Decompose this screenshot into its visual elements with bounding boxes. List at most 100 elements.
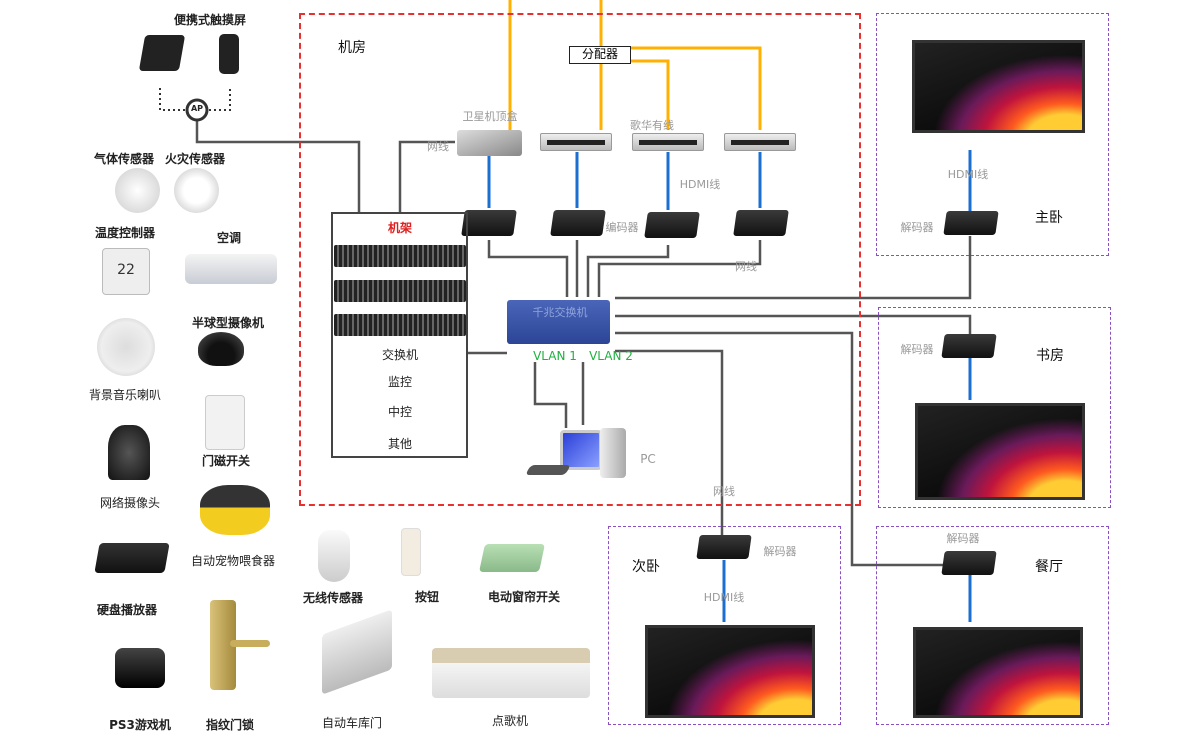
wireless-sensor	[318, 530, 350, 582]
encoder	[733, 210, 789, 236]
vlan1-label: VLAN 1	[533, 349, 577, 363]
gigabit-switch	[507, 300, 610, 344]
decoder-label: 解码器	[946, 532, 980, 545]
tv	[912, 40, 1085, 133]
hdmi-label: HDMI线	[679, 178, 721, 191]
study-boundary	[878, 307, 1111, 508]
pc-label: PC	[640, 452, 656, 466]
karaoke-label: 点歌机	[491, 714, 529, 728]
ip-camera	[108, 425, 150, 480]
hdmi-label: HDMI线	[703, 591, 745, 604]
machine-room-boundary	[299, 13, 861, 506]
room-name-dining: 餐厅	[1035, 559, 1063, 575]
aircon-label: 空调	[216, 231, 242, 245]
encoder	[644, 212, 700, 238]
room-name-master: 主卧	[1035, 210, 1063, 226]
pc-tower	[600, 428, 626, 478]
garage-label: 自动车库门	[321, 716, 383, 730]
dining-boundary	[876, 526, 1109, 725]
rack-switch-unit	[334, 314, 466, 336]
satellite-receiver	[457, 130, 522, 156]
ps3-console	[115, 648, 165, 688]
dome-camera-label: 半球型摄像机	[191, 316, 265, 330]
rack-item: 其他	[387, 437, 413, 451]
phone-icon	[219, 34, 239, 74]
curtain-switch	[479, 544, 545, 572]
net-label: 网线	[735, 260, 757, 273]
rack-item: 中控	[387, 405, 413, 419]
mobile-title: 便携式触摸屏	[173, 13, 247, 27]
ceiling-speaker	[97, 318, 155, 376]
net-label: 网线	[427, 140, 449, 153]
encoder	[461, 210, 517, 236]
button-label: 按钮	[414, 590, 440, 604]
dome-camera	[198, 332, 244, 366]
ap-icon	[185, 98, 209, 122]
decoder	[943, 211, 999, 235]
pet-feeder-label: 自动宠物喂食器	[190, 554, 276, 568]
rack-item: 交换机	[381, 348, 419, 362]
set-top-box	[724, 133, 796, 151]
splitter: 分配器	[569, 46, 631, 64]
pc-monitor	[560, 430, 602, 470]
hdd-player-label: 硬盘播放器	[96, 603, 158, 617]
satellite-label: 卫星机顶盒	[462, 110, 518, 123]
fingerprint-lock-label: 指纹门锁	[205, 718, 255, 732]
decoder-label: 解码器	[900, 343, 934, 356]
ap-label: AP	[190, 104, 204, 113]
switch-label: 千兆交换机	[532, 306, 588, 319]
wireless-sensor-label: 无线传感器	[302, 591, 364, 605]
rack	[331, 212, 468, 458]
decoder	[941, 551, 997, 575]
rack-switch-unit	[334, 280, 466, 302]
fire-sensor	[174, 168, 219, 213]
rack-title: 机架	[387, 221, 413, 235]
cable-tv-label: 歌华有线	[630, 119, 674, 132]
ip-camera-label: 网络摄像头	[99, 496, 161, 510]
hdd-player	[94, 543, 170, 573]
keyboard	[525, 465, 571, 475]
network-cables	[195, 112, 972, 567]
curtain-switch-label: 电动窗帘开关	[487, 590, 561, 604]
rack-item: 监控	[387, 375, 413, 389]
air-conditioner	[185, 254, 277, 284]
room-name-second: 次卧	[632, 559, 660, 575]
pet-feeder	[200, 485, 270, 535]
coax-cables	[508, 0, 762, 130]
decoder-label: 解码器	[763, 545, 797, 558]
hdmi-label: HDMI线	[947, 168, 989, 181]
tv	[645, 625, 815, 718]
tv	[915, 403, 1085, 500]
set-top-box	[540, 133, 612, 151]
machine-room-title: 机房	[338, 40, 366, 56]
ps3-label: PS3游戏机	[109, 718, 171, 732]
hdmi-cables	[487, 150, 972, 622]
encoder-label: 编码器	[605, 221, 639, 234]
tv	[913, 627, 1083, 718]
remote-button	[401, 528, 421, 576]
rack-switch-unit	[334, 245, 466, 267]
fire-sensor-label: 火灾传感器	[164, 152, 226, 166]
decoder	[941, 334, 997, 358]
vlan2-label: VLAN 2	[589, 349, 633, 363]
decoder	[696, 535, 752, 559]
lock-handle	[230, 640, 270, 647]
encoder	[550, 210, 606, 236]
room-name-study: 书房	[1036, 348, 1064, 364]
gas-sensor	[115, 168, 160, 213]
door-sensor-label: 门磁开关	[201, 454, 251, 468]
wifi-links	[159, 88, 231, 111]
door-sensor	[205, 395, 245, 450]
second-bedroom-boundary	[608, 526, 841, 725]
karaoke-machine	[432, 648, 590, 698]
master-bedroom-boundary	[876, 13, 1109, 256]
gas-sensor-label: 气体传感器	[93, 152, 155, 166]
decoder-label: 解码器	[900, 221, 934, 234]
thermostat: 22	[102, 248, 150, 295]
thermostat-label: 温度控制器	[94, 226, 156, 240]
set-top-box	[632, 133, 704, 151]
speaker-label: 背景音乐喇叭	[88, 388, 162, 402]
net-label: 网线	[713, 485, 735, 498]
tablet-icon	[138, 35, 186, 71]
